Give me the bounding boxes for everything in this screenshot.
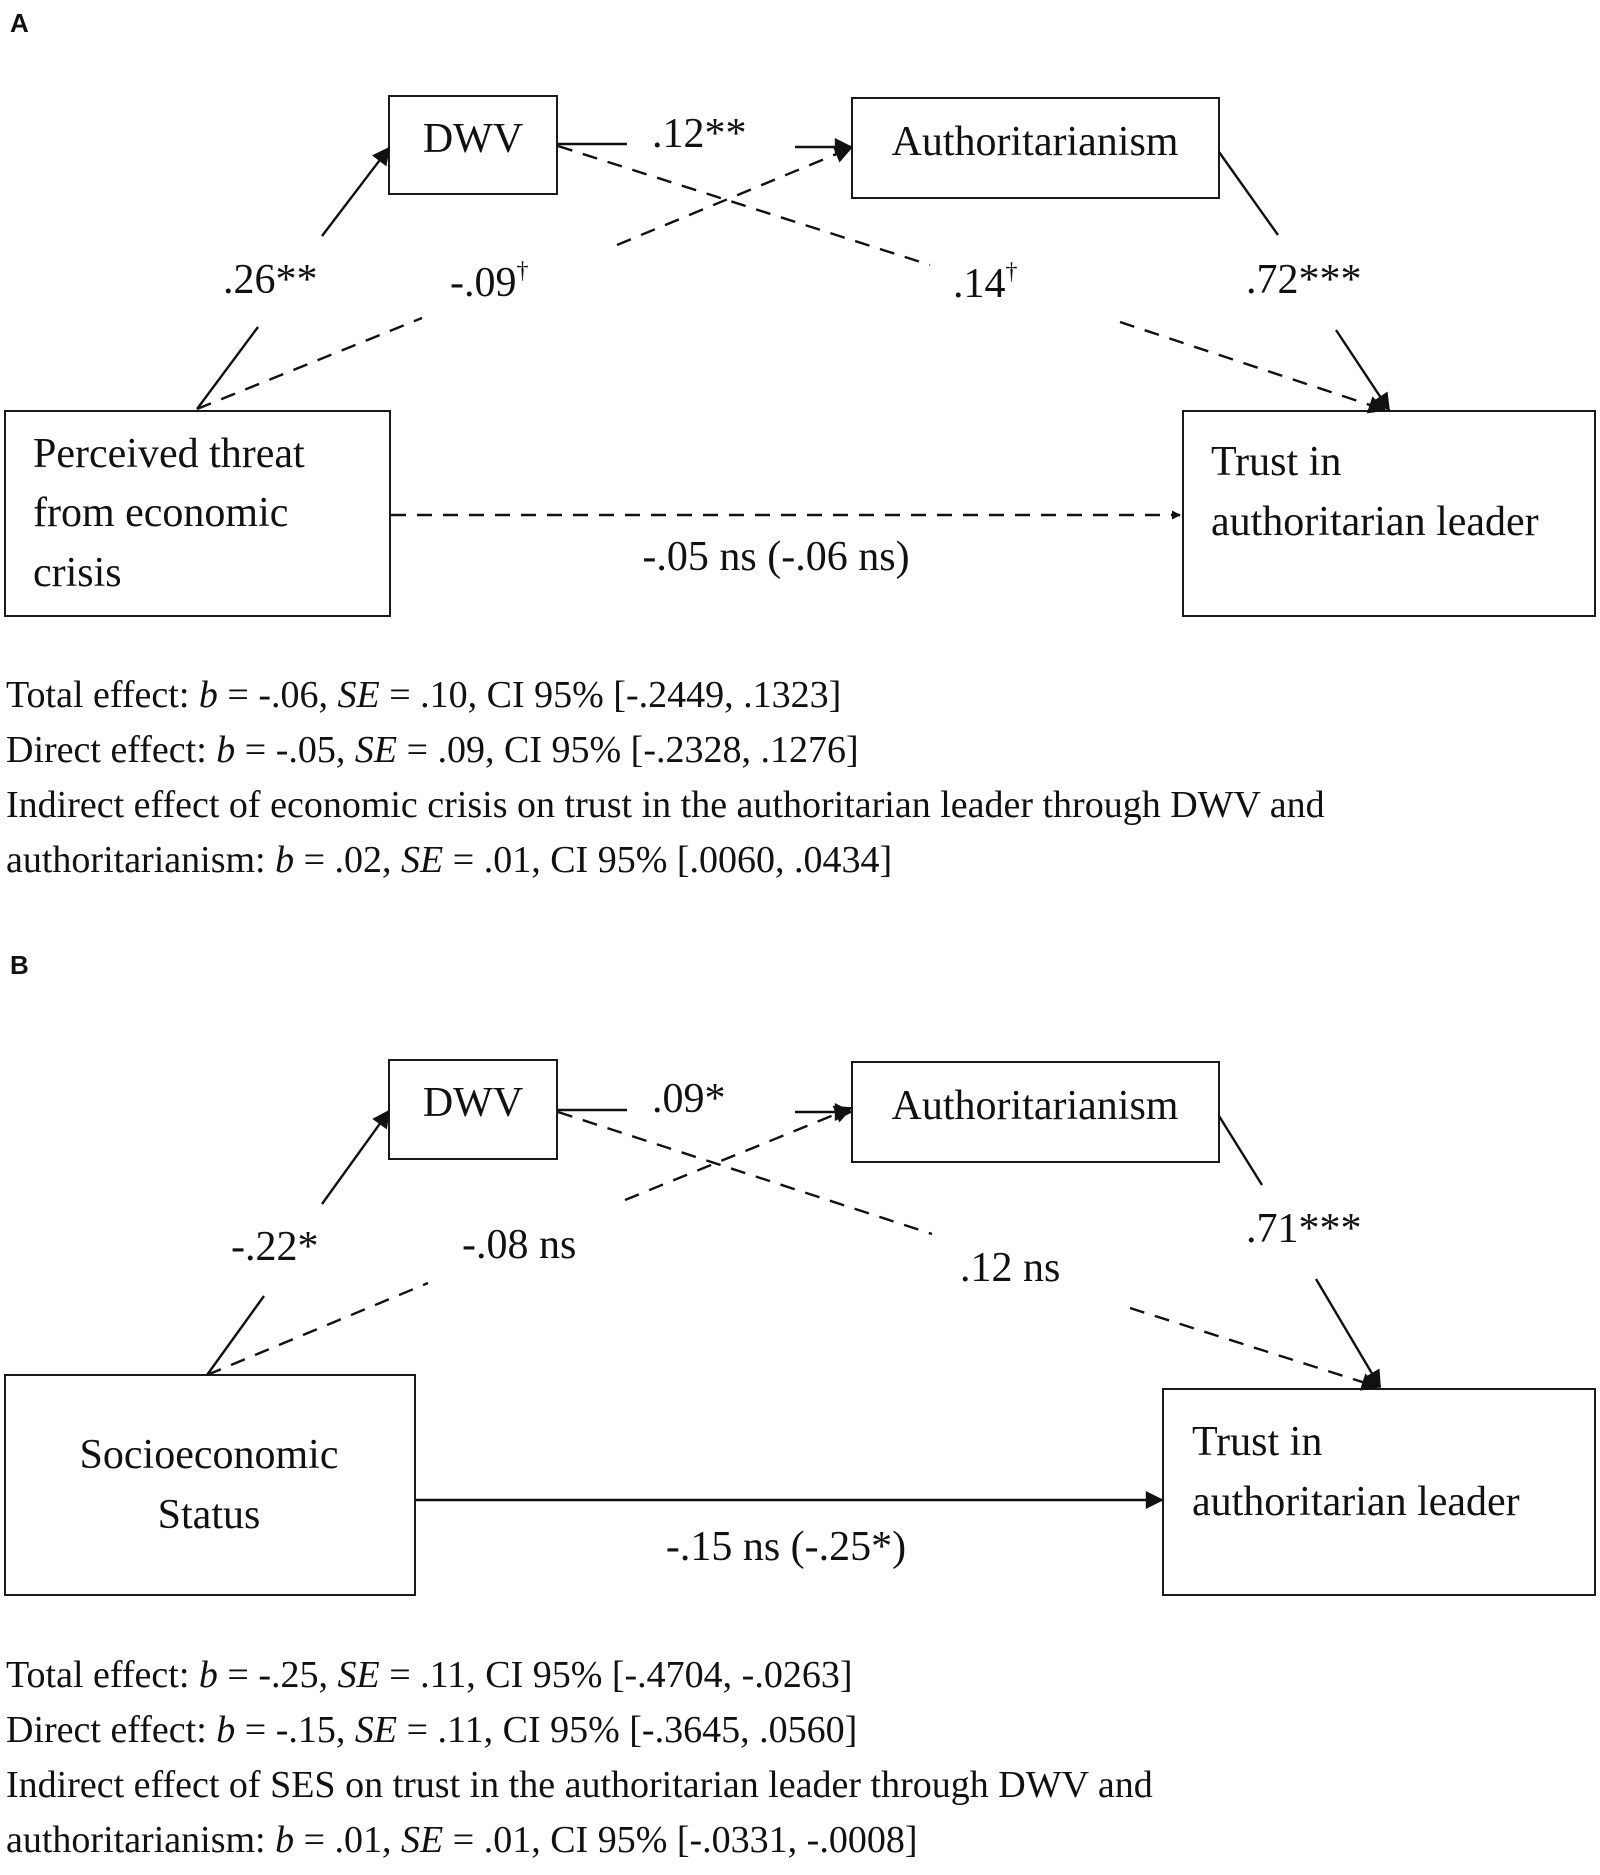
panel-a-outcome-box — [1182, 410, 1596, 617]
panel-a-direct-effect: Direct effect: b = -.05, SE = .09, CI 95… — [6, 729, 859, 771]
panel-b-coef-dwv-trust: .12 ns — [960, 1245, 1060, 1291]
panel-b-letter: B — [10, 950, 29, 980]
panel-b-path-pred-dwv-lower — [206, 1295, 265, 1376]
panel-b-predictor-box — [4, 1374, 416, 1596]
panel-a-path-pred-dwv-upper — [321, 146, 391, 237]
panel-a-letter: A — [10, 8, 29, 38]
panel-b-predictor-line1: Socioeconomic — [80, 1432, 339, 1478]
panel-b-coef-pred-dwv: -.22* — [231, 1224, 319, 1270]
panel-b-path-dwv-trust-lower — [1129, 1306, 1380, 1391]
panel-b-coef-auth-trust: .71*** — [1246, 1206, 1362, 1252]
panel-a-predictor-line1: Perceived threat — [33, 431, 305, 477]
panel-b-stats: Total effect: b = -.25, SE = .11, CI 95%… — [6, 1648, 1153, 1868]
panel-a-dwv-label: DWV — [423, 116, 523, 162]
panel-a-coef-dwv-auth: .12** — [652, 111, 747, 157]
panel-b-predictor-line2: Status — [158, 1492, 261, 1538]
panel-b-coef-pred-auth: -.08 ns — [462, 1222, 576, 1268]
panel-a-path-auth-trust-upper — [1218, 151, 1279, 236]
panel-a-predictor-line3: crisis — [33, 550, 122, 596]
panel-a-coef-direct: -.05 ns (-.06 ns) — [642, 534, 909, 580]
panel-a-predictor-line2: from economic — [33, 490, 288, 536]
panel-a-coef-dwv-trust: .14† — [953, 259, 1018, 307]
panel-a-path-pred-auth-upper — [616, 145, 853, 247]
panel-a-path-pred-auth-lower — [196, 316, 423, 411]
panel-a-outcome-line2: authoritarian leader — [1211, 499, 1539, 545]
panel-b-path-auth-trust-lower — [1314, 1278, 1382, 1389]
panel-a-predictor-box — [4, 410, 391, 617]
panel-b-diagram: DWV Authoritarianism Socioeconomic Statu… — [4, 1059, 1596, 1596]
panel-a-coef-pred-auth: -.09† — [450, 258, 529, 306]
panel-a-stats: Total effect: b = -.06, SE = .10, CI 95%… — [6, 668, 1325, 888]
panel-a-indirect-effect-line2: authoritarianism: b = .02, SE = .01, CI … — [6, 839, 893, 881]
panel-a-coef-pred-dwv: .26** — [223, 257, 318, 303]
panel-a-path-dwv-trust-lower — [1119, 320, 1387, 414]
panel-b-outcome-line1: Trust in — [1192, 1419, 1322, 1465]
panel-b-coef-direct: -.15 ns (-.25*) — [666, 1524, 906, 1570]
panel-b-path-pred-dwv-upper — [321, 1109, 391, 1205]
panel-b-path-pred-auth-lower — [206, 1281, 429, 1377]
panel-a-authoritarianism-label: Authoritarianism — [892, 119, 1179, 165]
panel-a-total-effect: Total effect: b = -.06, SE = .10, CI 95%… — [6, 674, 842, 716]
panel-b-path-pred-auth-upper — [624, 1105, 853, 1202]
panel-b-authoritarianism-label: Authoritarianism — [892, 1083, 1179, 1129]
panel-a-outcome-line1: Trust in — [1211, 439, 1341, 485]
panel-b-dwv-box — [388, 1059, 558, 1160]
panel-a-coef-auth-trust: .72*** — [1246, 257, 1362, 303]
panel-a-diagram: DWV Authoritarianism Perceived threat fr… — [4, 95, 1596, 617]
panel-b-indirect-effect-line1: Indirect effect of SES on trust in the a… — [6, 1764, 1153, 1806]
panel-b-indirect-effect-line2: authoritarianism: b = .01, SE = .01, CI … — [6, 1819, 918, 1861]
panel-a-path-pred-dwv-lower — [196, 326, 259, 410]
panel-a-path-dwv-trust-upper — [557, 144, 931, 267]
panel-a-dwv-box — [388, 95, 558, 195]
panel-b-outcome-line2: authoritarian leader — [1192, 1479, 1520, 1525]
panel-b-path-dwv-trust-upper — [557, 1110, 933, 1236]
panel-b-path-auth-trust-upper — [1217, 1115, 1264, 1186]
panel-a-path-auth-trust-lower — [1334, 329, 1391, 412]
panel-b-dwv-label: DWV — [423, 1080, 523, 1126]
panel-b-total-effect: Total effect: b = -.25, SE = .11, CI 95%… — [6, 1654, 853, 1696]
panel-b-coef-dwv-auth: .09* — [652, 1076, 726, 1122]
panel-a-indirect-effect-line1: Indirect effect of economic crisis on tr… — [6, 784, 1325, 826]
panel-b-direct-effect: Direct effect: b = -.15, SE = .11, CI 95… — [6, 1709, 858, 1751]
panel-a-authoritarianism-box — [851, 97, 1220, 199]
